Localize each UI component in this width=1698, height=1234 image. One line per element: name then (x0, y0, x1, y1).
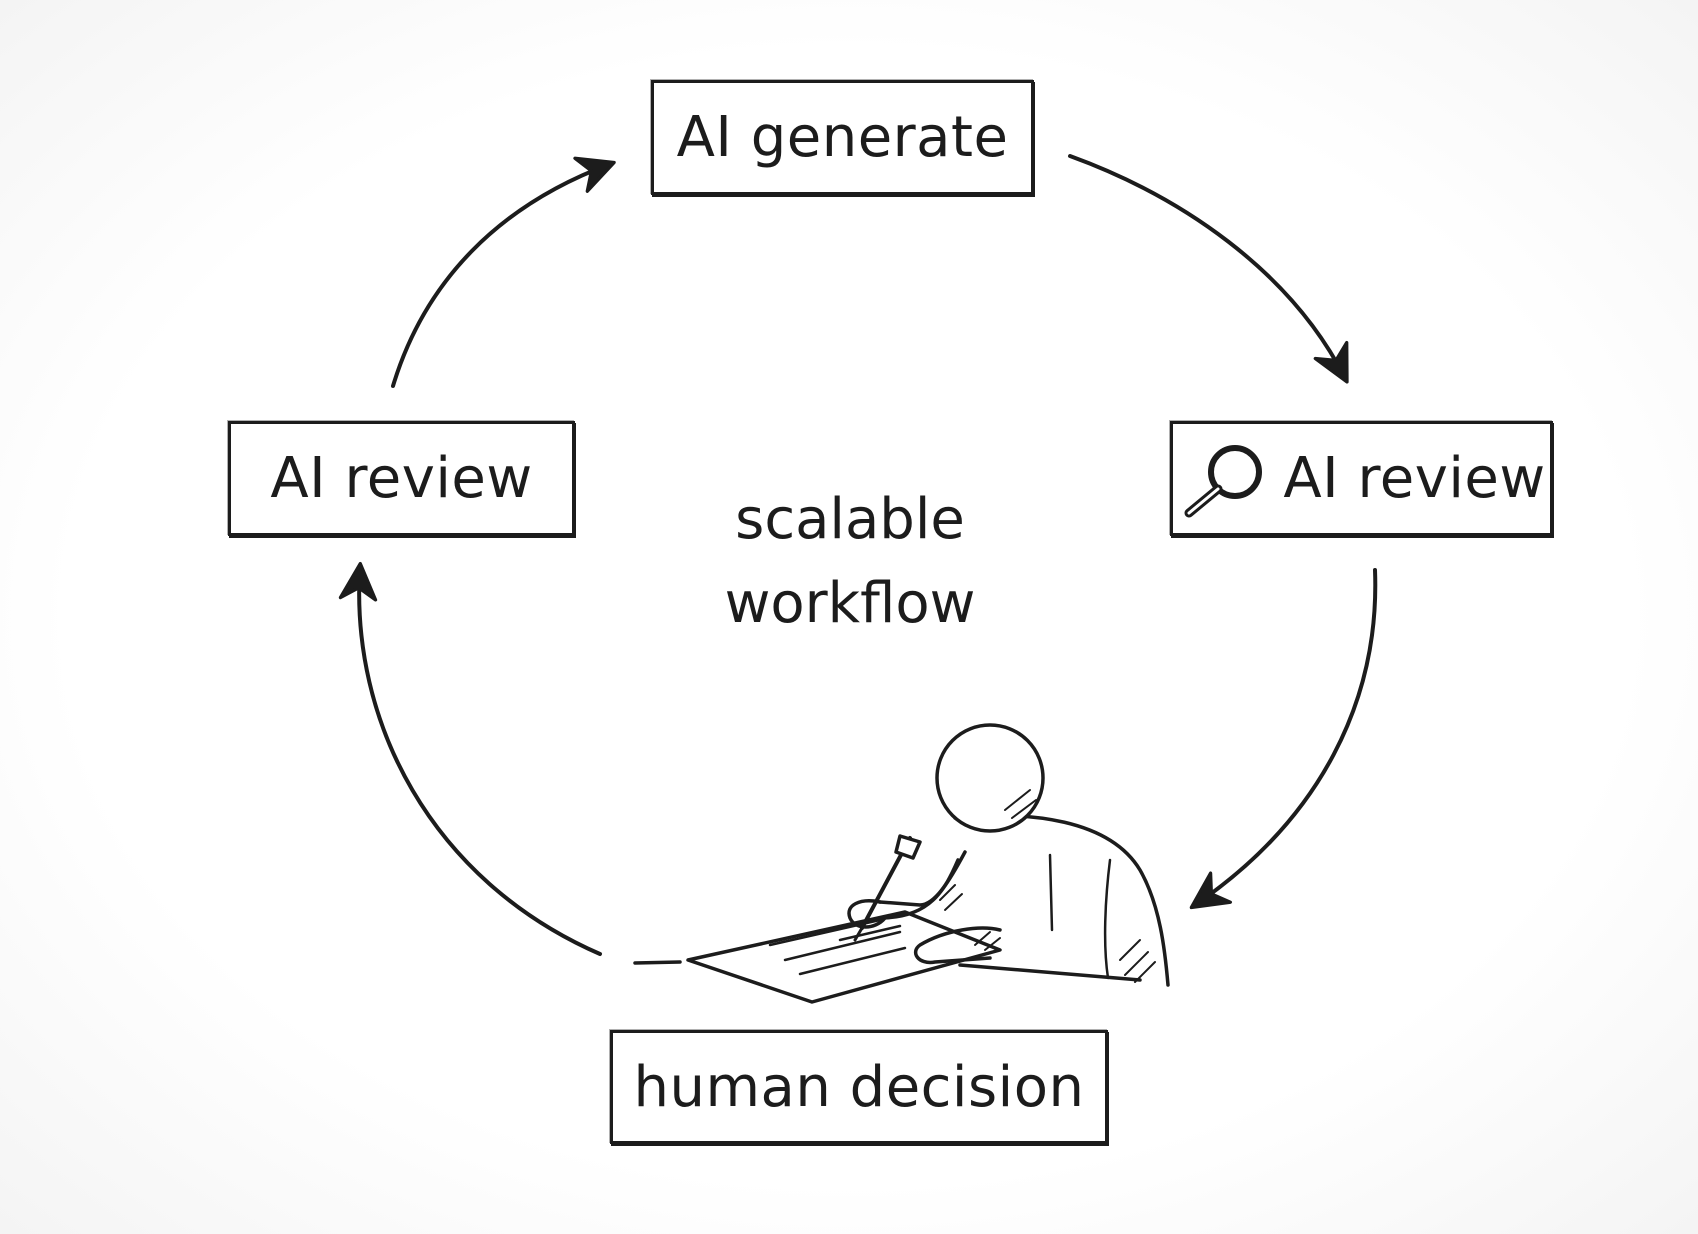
node-ai-generate-label: AI generate (676, 105, 1009, 170)
node-human-decision: human decision (610, 1030, 1108, 1144)
magnifier-icon (1184, 444, 1263, 517)
node-ai-review-left: AI review (228, 421, 575, 536)
arrow-review-right-to-decision (1189, 568, 1378, 910)
arrow-decision-to-review-left (338, 561, 602, 956)
arrow-review-left-to-generate (391, 156, 616, 388)
person-writing-icon (633, 723, 1170, 1004)
node-ai-review-right: AI review (1170, 421, 1553, 536)
center-caption-line-2: workflow (724, 571, 976, 636)
arrow-generate-to-review-right (1068, 154, 1349, 384)
node-ai-review-right-label: AI review (1283, 446, 1546, 511)
center-caption-line-1: scalable (735, 487, 965, 552)
center-caption: scalable workflow (650, 478, 1050, 646)
node-ai-generate: AI generate (651, 80, 1034, 195)
node-human-decision-label: human decision (633, 1054, 1085, 1120)
node-ai-review-left-label: AI review (270, 446, 533, 511)
